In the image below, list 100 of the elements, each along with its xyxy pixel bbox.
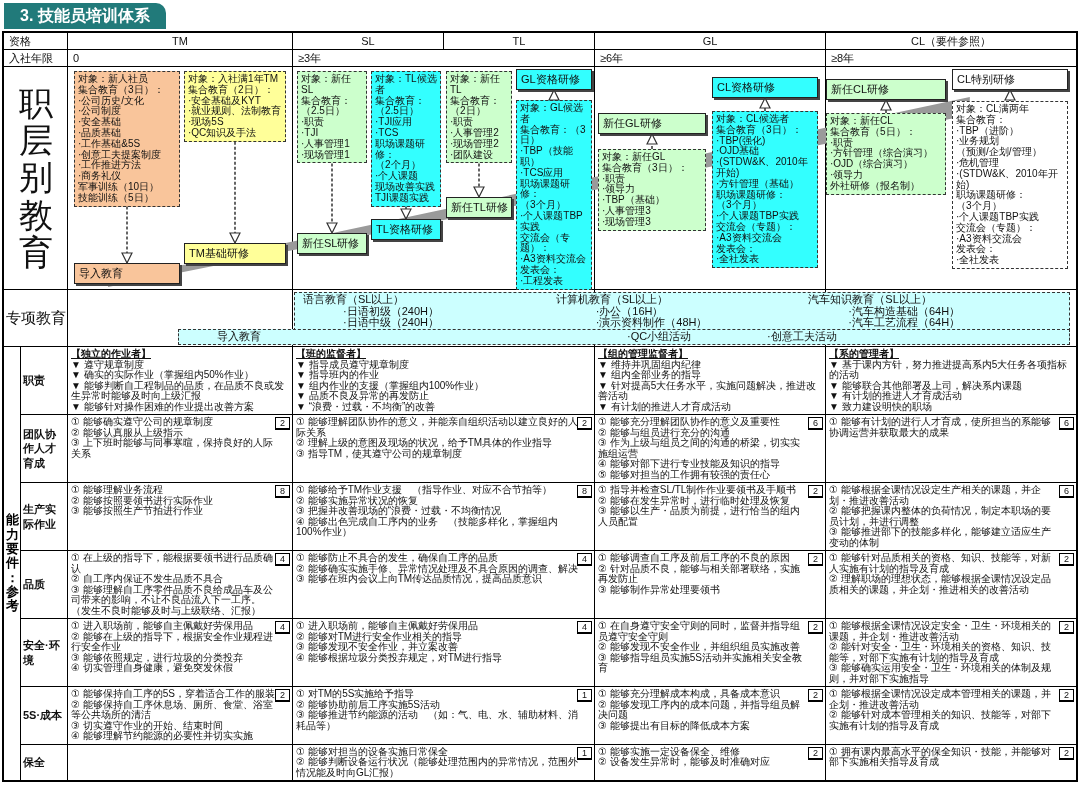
course-box: 新任CL研修: [826, 79, 946, 100]
requirement-text: ▼ 遵守规章制度: [71, 359, 144, 370]
content-text: 对象：新任GL: [602, 152, 667, 163]
content-text: TJI课题实践: [375, 192, 430, 204]
number-tag: 2: [808, 621, 823, 634]
content-text: 对象：GL候选者: [520, 103, 585, 124]
content-text: 交流会（专题）：: [956, 222, 1037, 234]
course-text: ·演示资料制作（48H）: [594, 317, 709, 329]
requirement-text: ③ 能够发现不安全作业，并立案改善: [296, 642, 458, 652]
arrow: [1004, 89, 1016, 102]
number-tag: 4: [275, 621, 290, 634]
requirement-text: ① 能够充分理解成本构成，具备成本意识: [598, 689, 780, 700]
row-label: 保全: [21, 744, 67, 780]
requirement-text: ▼ 品质不良及异常的再发防止: [296, 391, 429, 402]
content-text: ·人事管理1: [301, 138, 351, 149]
row-label: 生产实际作业: [21, 483, 67, 550]
content-text: ·工作推进方法: [78, 160, 142, 171]
requirement-text: ② 能够对TM进行安全作业相关的指导: [296, 631, 464, 642]
requirement-text: ④ 能够出色完成自工序内的业务 （技能多样化，掌握组内100%作业）: [296, 516, 559, 538]
requirement-text: ② 能够确实实施手修、异常情况处理及不具合原因的调查、解决: [296, 563, 578, 574]
content-text: ·TBP(强化): [716, 135, 766, 146]
content-text: 集合教育：（3日）: [520, 124, 587, 147]
content-text: 技能训练（5日）: [78, 192, 155, 204]
requirement-text: ▼ 组内作业的支援（掌握组内100%作业）: [296, 380, 486, 391]
arrow: [473, 162, 485, 198]
arrow: [229, 141, 241, 244]
course-text: ·QC小组活动: [627, 331, 693, 343]
row-label: 安全·环境: [21, 619, 67, 686]
requirement-text: ▼ 有计划的推进人才育成活动: [829, 391, 962, 402]
arrow: [646, 133, 658, 150]
content-text: ·TBP（技能职）: [520, 146, 574, 167]
course-category: 语言教育（SL以上）: [303, 294, 406, 305]
content-text: （2日）: [450, 106, 486, 118]
number-tag: 2: [1059, 689, 1074, 702]
requirement-text: ① 能够理解业务流程: [71, 485, 163, 496]
requirement-text: ② 能够把握课内整体的负荷情况，制定本职场的要员计划，并进行调整: [829, 506, 1052, 527]
requirement-text: ② 能够按照要领书进行实际作业: [71, 495, 214, 506]
requirement-text: ① 能够根据全课情况设定成本管理相关的课题，并企划・推进改善活动: [829, 689, 1052, 710]
content-text: 集合教育（3日）：: [78, 84, 165, 95]
requirement-text: ① 能够实施一定设备保全、维修: [598, 746, 740, 757]
content-text: 外社研修（报名制）: [830, 180, 921, 192]
content-text: 发表会：: [956, 244, 996, 255]
role-heading: 【组的管理监督者】: [598, 349, 689, 360]
number-tag: 8: [577, 485, 592, 498]
role-heading: 【独立的作业者】: [71, 349, 152, 359]
content-text: ·全社发表: [716, 254, 761, 266]
requirement-text: ① 能够针对品质相关的资格、知识、技能等，对新人实施有计划的指导及育成: [829, 553, 1052, 574]
requirement-text: ① 能够充分理解团队协作的意义及重要性: [598, 417, 781, 428]
content-text: ·方针管理（基础）: [716, 178, 801, 189]
content-text: 对象：新任SL: [301, 74, 352, 95]
requirement-text: ② 能针对安全・卫生・环境相关的资格、知识、技能等，对部下实施有计划的指导及育成: [829, 642, 1052, 663]
content-text: ·OJD（综合演习）: [830, 159, 914, 170]
requirement-text: ▼ 能够联合其他部署及上司，解决系内课题: [829, 380, 1023, 391]
requirement-text: ▼ 指导班内的作业: [296, 370, 379, 381]
requirement-text: ▼ 指导成员遵守规章制度: [296, 359, 410, 370]
section-label: 专项教育: [5, 308, 66, 328]
requirement-text: ② 能够在上级的指导下，根据安全作业规程进行安全作业: [71, 631, 274, 652]
content-text: ·OJD基础: [716, 146, 760, 157]
column-header: CL（要件参照）: [826, 33, 1076, 49]
content-text: （预测/企划/管理）: [956, 147, 1043, 158]
requirement-text: ① 进入职场前，能够自主佩戴好劳保用品: [71, 621, 254, 632]
requirement-text: ③ 切实遵守作业的开始、结束时间: [71, 720, 223, 731]
number-tag: 2: [1059, 746, 1074, 760]
role-heading: 【班的监督者】: [296, 349, 366, 360]
section-label: 职层别教育: [18, 84, 53, 272]
requirement-text: ② 能够实施异常状况的恢复: [296, 495, 418, 506]
content-text: ·TBP（进阶）: [956, 125, 1020, 137]
content-text: ·团队建设: [450, 149, 495, 161]
course-content-box: [184, 71, 286, 142]
number-tag: 6: [1059, 417, 1074, 430]
content-text: ·工作基础&5S: [78, 138, 142, 149]
requirement-text: ① 在自身遵守安全守则的同时，监督并指导组员遵守安全守则: [598, 621, 801, 642]
requirement-text: ▼ 确实的实际作业（掌握组内50%作业）: [71, 370, 255, 381]
requirement-text: ① 能够确实遵守公司的规章制度: [71, 417, 214, 428]
content-text: ·危机管理: [956, 158, 1000, 169]
course-box: 新任SL研修: [297, 233, 367, 254]
requirement-text: ① 对TM的5S实施给予指导: [296, 689, 416, 700]
content-text: 职场课题研修：: [956, 190, 1027, 201]
requirement-text: ① 能够给予TM作业支援 （指导作业、对应不合节拍等）: [296, 485, 554, 496]
requirement-text: ▼ 有计划的推进人才育成活动: [598, 401, 732, 412]
requirement-text: ① 能够对担当的设备实施日常保全: [296, 746, 448, 757]
years-text: ≥8年: [826, 50, 1076, 66]
content-text: ·A3资料交流会: [520, 254, 587, 265]
number-tag: 1: [577, 746, 592, 760]
number-tag: 6: [1059, 485, 1074, 498]
content-text: ·现场5S: [188, 117, 225, 128]
content-text: 集合教育（2日）：: [188, 84, 275, 95]
requirement-text: ④ 切实管理自身健康，避免突发休假: [71, 663, 233, 674]
content-text: ·个人课题TBP实践: [716, 211, 800, 222]
content-text: ·安全基础及KYT: [188, 95, 262, 106]
years-text: ≥3年: [293, 50, 594, 66]
requirement-text: ① 能够理解团队协作的意义，并能亲自组织活动以建立良好的人际关系: [296, 417, 578, 438]
requirement-text: ④ 能够理解节约能源的必要性并切实实施: [71, 731, 254, 742]
requirement-text: ② 能够认真服从上级指示: [71, 427, 183, 438]
row-header: 资格: [4, 33, 67, 49]
row-header: 入社年限: [4, 50, 67, 66]
row-label: 团队协作人才育成: [21, 415, 67, 482]
arrow: [548, 89, 560, 101]
content-text: （2.5日）: [301, 106, 346, 118]
requirement-text: ③ 能够推进节约能源的活动 （如：气、电、水、辅助材料、消耗品等）: [296, 710, 578, 731]
